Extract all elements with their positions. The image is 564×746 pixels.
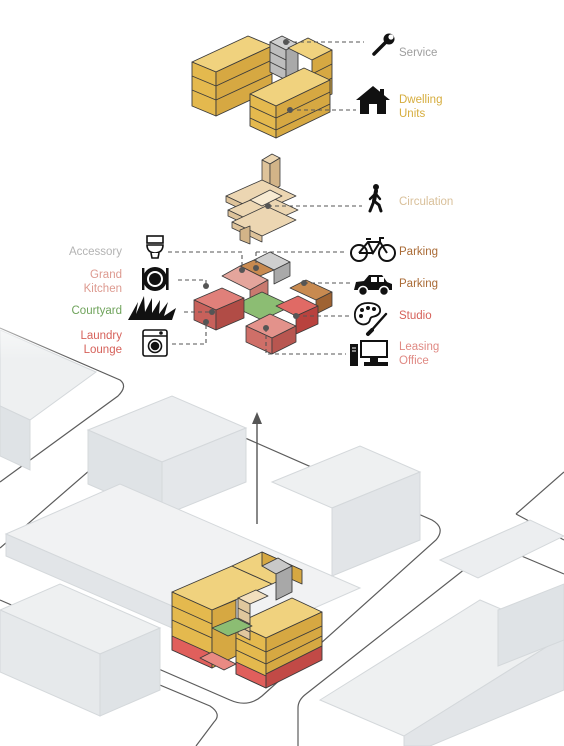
amenities-layer xyxy=(193,251,333,355)
label-circulation: Circulation xyxy=(399,196,454,208)
assembled-building xyxy=(171,551,323,689)
label-car-parking: Parking xyxy=(399,278,438,290)
computer-icon xyxy=(350,340,388,366)
label-courtyard: Courtyard xyxy=(71,305,123,317)
car-icon xyxy=(354,275,392,297)
house-icon xyxy=(356,86,390,114)
leader-dots xyxy=(203,39,307,331)
bicycle-icon xyxy=(350,237,396,262)
washing-machine-icon xyxy=(142,329,168,357)
label-accessory: Accessory xyxy=(68,246,122,258)
label-service: Service xyxy=(399,47,438,59)
circulation-layer xyxy=(225,153,299,245)
palette-brush-icon xyxy=(353,302,388,336)
label-studio: Studio xyxy=(399,310,432,322)
dwelling-units-layer xyxy=(191,35,333,139)
wrench-icon xyxy=(372,33,395,56)
label-laundry-lounge: Laundry Lounge xyxy=(80,330,122,356)
label-bike-parking: Parking xyxy=(399,246,438,258)
label-dwelling-units: Dwelling Units xyxy=(399,94,443,120)
walking-person-icon xyxy=(368,184,383,213)
grass-icon xyxy=(128,296,176,320)
context-building-masses xyxy=(0,329,564,746)
toilet-icon xyxy=(146,235,164,259)
label-grand-kitchen: Grand Kitchen xyxy=(83,269,122,295)
explode-arrow xyxy=(252,412,262,524)
label-leasing-office: Leasing Office xyxy=(399,341,440,367)
plate-utensils-icon xyxy=(142,267,169,291)
